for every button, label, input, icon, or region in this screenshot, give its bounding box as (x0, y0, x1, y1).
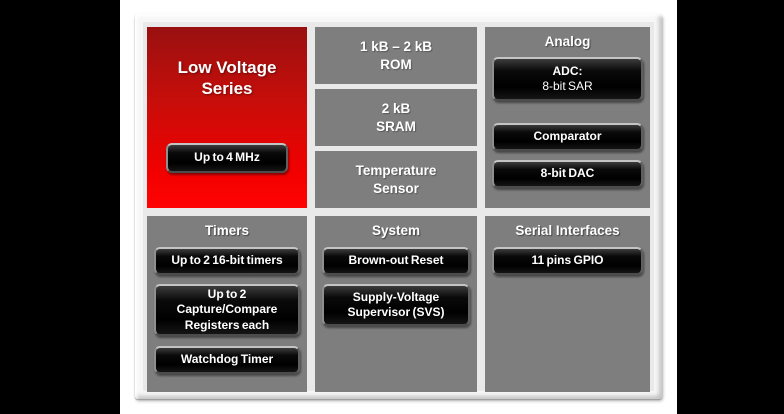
slide-background: Low Voltage Series Up to 4 MHz 1 kB – 2 … (120, 0, 677, 414)
up-to-4mhz-button: Up to 4 MHz (166, 142, 288, 173)
temperature-line1: Temperature (355, 162, 437, 178)
dac-button: 8-bit DAC (492, 160, 643, 188)
memory-column: 1 kB – 2 kB ROM 2 kB SRAM Temperature Se… (315, 27, 477, 208)
gpio-label: 11 pins GPIO (531, 253, 604, 268)
capture-compare-button: Up to 2 Capture/Compare Registers each (154, 284, 300, 336)
capture-compare-line1: Up to 2 (207, 286, 247, 301)
block-temperature-sensor: Temperature Sensor (315, 151, 477, 208)
panel-serial-interfaces: Serial Interfaces 11 pins GPIO (485, 216, 650, 392)
panel-analog: Analog ADC: 8-bit SAR Comparator 8-bit D… (485, 27, 650, 208)
block-sram: 2 kB SRAM (315, 89, 477, 146)
svs-button: Supply-Voltage Supervisor (SVS) (322, 284, 470, 326)
timers-16bit-label: Up to 2 16-bit timers (171, 253, 283, 268)
up-to-4mhz-label: Up to 4 MHz (194, 149, 260, 164)
sram-line2: SRAM (376, 118, 416, 134)
temperature-line2: Sensor (373, 180, 419, 196)
series-title-line2: Series (201, 79, 253, 99)
chip-diagram-frame: Low Voltage Series Up to 4 MHz 1 kB – 2 … (135, 14, 662, 399)
gpio-button: 11 pins GPIO (492, 247, 643, 275)
comparator-label: Comparator (533, 129, 602, 144)
panel-timers: Timers Up to 2 16-bit timers Up to 2 Cap… (147, 216, 307, 392)
svs-label-line2: Supervisor (SVS) (347, 305, 445, 319)
timers-16bit-button: Up to 2 16-bit timers (154, 247, 300, 275)
series-title: Low Voltage Series (178, 57, 277, 100)
svs-label-line1: Supply-Voltage (352, 289, 440, 304)
diagram-inner-background: Low Voltage Series Up to 4 MHz 1 kB – 2 … (143, 22, 654, 392)
block-rom: 1 kB – 2 kB ROM (315, 27, 477, 84)
watchdog-timer-button: Watchdog Timer (154, 346, 300, 374)
rom-line1: 1 kB – 2 kB (359, 38, 433, 54)
brown-out-reset-button: Brown-out Reset (322, 247, 470, 275)
sram-line1: 2 kB (381, 100, 411, 116)
dac-label: 8-bit DAC (540, 166, 595, 181)
brown-out-reset-label: Brown-out Reset (348, 253, 444, 268)
diagram-grid: Low Voltage Series Up to 4 MHz 1 kB – 2 … (143, 22, 654, 392)
adc-button: ADC: 8-bit SAR (492, 57, 643, 101)
block-low-voltage-series: Low Voltage Series Up to 4 MHz (147, 27, 307, 208)
panel-system: System Brown-out Reset Supply-Voltage Su… (315, 216, 477, 392)
rom-line2: ROM (380, 56, 412, 72)
capture-compare-line2: Capture/Compare (176, 302, 278, 317)
system-title: System (371, 223, 421, 238)
adc-label-line1: ADC: (552, 63, 583, 78)
timers-title: Timers (204, 223, 250, 238)
comparator-button: Comparator (492, 123, 643, 151)
adc-label-line2: 8-bit SAR (542, 79, 593, 93)
serial-interfaces-title: Serial Interfaces (515, 223, 620, 238)
capture-compare-line3: Registers each (184, 317, 270, 332)
watchdog-timer-label: Watchdog Timer (180, 352, 274, 367)
series-title-line1: Low Voltage (177, 58, 277, 77)
analog-title: Analog (544, 34, 591, 49)
